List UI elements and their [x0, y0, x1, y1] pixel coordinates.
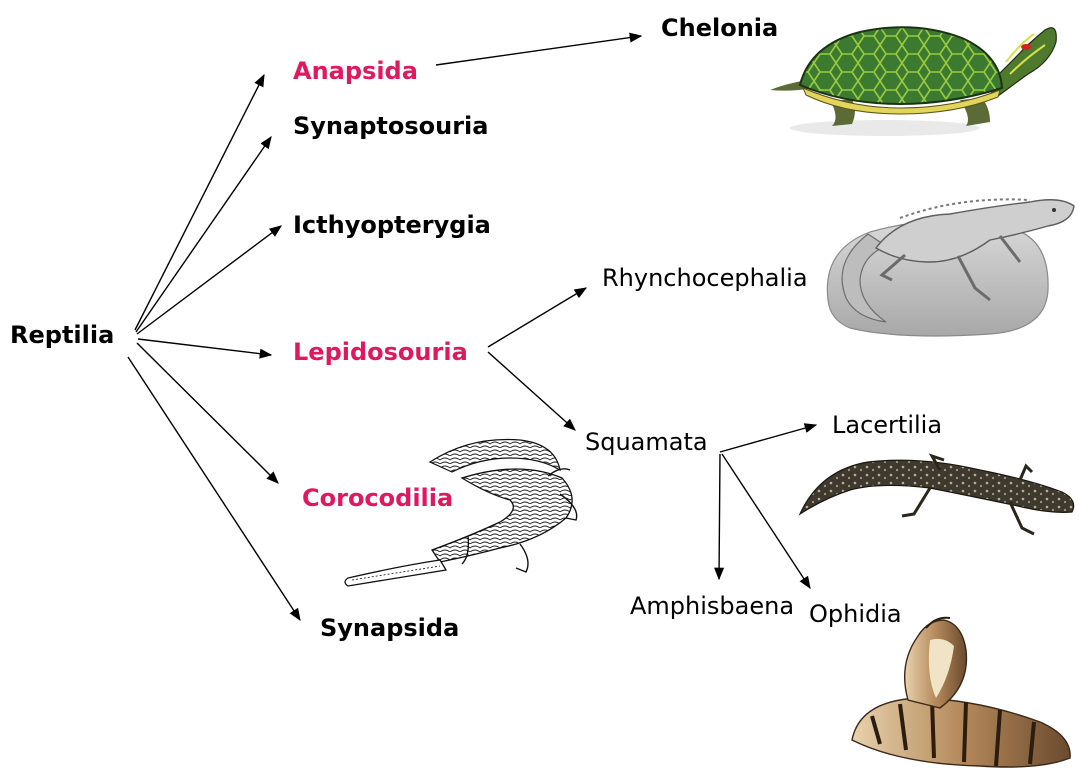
arrow-anapsida-chelonia: [436, 36, 641, 65]
cobra-picture: [852, 618, 1070, 767]
arrow-reptilia-lepidosouria: [138, 339, 271, 355]
turtle-picture: [770, 27, 1056, 136]
order-label-squamata: Squamata: [585, 430, 708, 454]
arrow-lepidosouria-squamata: [488, 352, 575, 430]
root-label-reptilia: Reptilia: [10, 323, 114, 347]
arrow-reptilia-synaptosouria: [136, 137, 271, 332]
subclass-label-lepidosouria: Lepidosouria: [293, 340, 468, 364]
arrow-reptilia-corocodilia: [137, 343, 278, 483]
arrow-squamata-ophidia: [722, 454, 810, 588]
arrow-lepidosouria-rhynchocephalia: [488, 288, 586, 347]
subclass-label-synapsida: Synapsida: [320, 616, 459, 640]
order-label-lacertilia: Lacertilia: [832, 413, 942, 437]
subclass-label-corocodilia: Corocodilia: [302, 486, 453, 510]
order-label-amphisbaena: Amphisbaena: [630, 594, 794, 618]
arrow-squamata-lacertilia: [720, 425, 816, 452]
arrow-squamata-amphisbaena: [719, 454, 720, 579]
arrow-reptilia-icthyopterygia: [137, 226, 281, 334]
tuatara-picture: [827, 199, 1074, 336]
subclass-label-anapsida: Anapsida: [293, 59, 418, 83]
subclass-label-icthyopterygia: Icthyopterygia: [293, 213, 491, 237]
order-label-chelonia: Chelonia: [661, 16, 778, 40]
arrow-reptilia-anapsida: [135, 75, 264, 330]
subclass-label-synaptosouria: Synaptosouria: [293, 114, 488, 138]
order-label-ophidia: Ophidia: [809, 602, 902, 626]
lizard-picture: [800, 456, 1074, 534]
gharial-picture: [345, 439, 577, 586]
order-label-rhynchocephalia: Rhynchocephalia: [602, 266, 808, 290]
arrow-reptilia-synapsida: [128, 357, 300, 620]
